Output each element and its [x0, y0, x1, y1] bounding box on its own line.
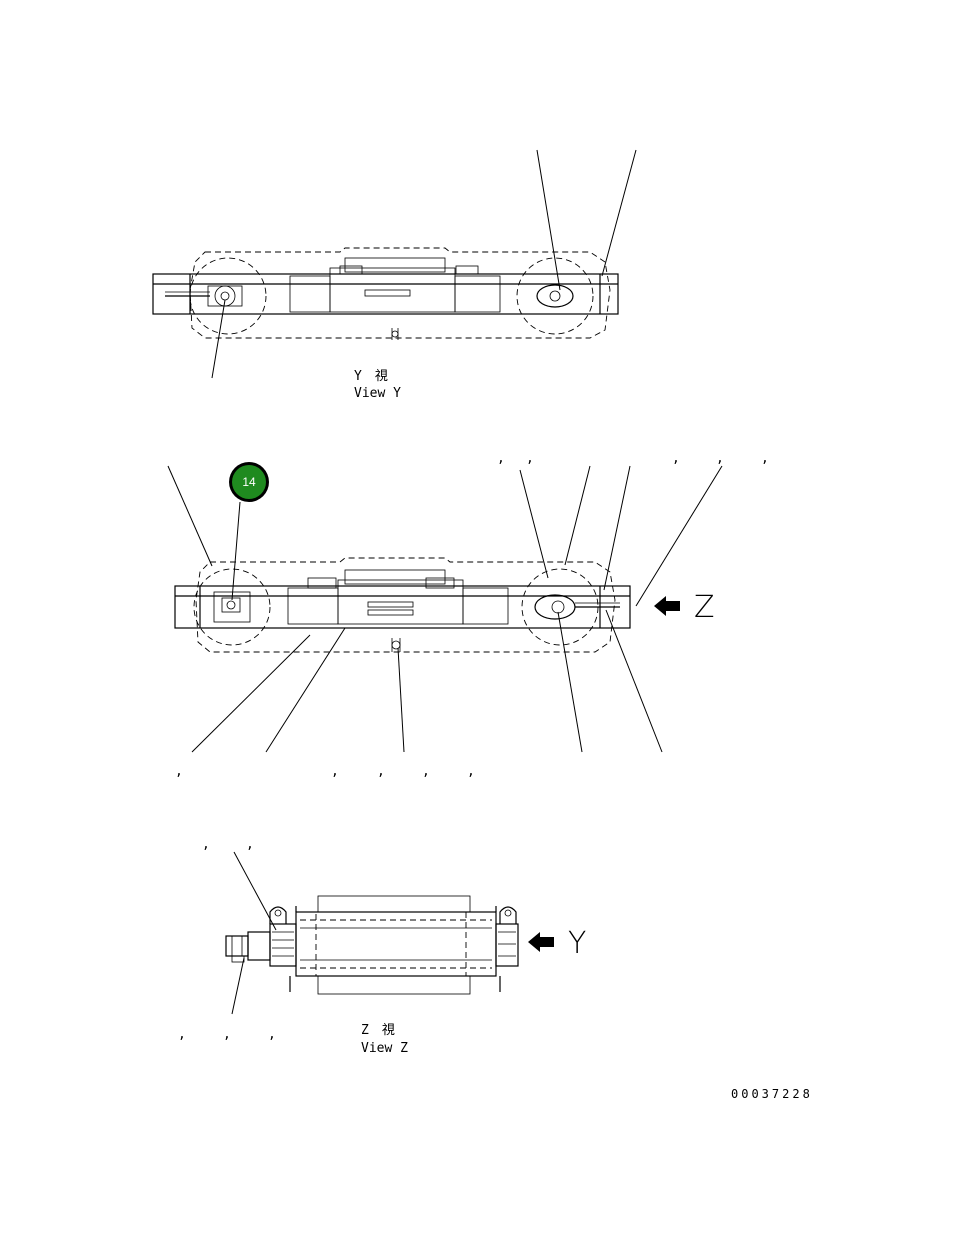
callout-badge-14[interactable]: 14	[229, 462, 269, 502]
svg-text:,: ,	[223, 1027, 231, 1042]
middle-top-separators: , , , , ,	[497, 451, 769, 466]
callout-number: 14	[242, 475, 256, 489]
doc-number: 00037228	[731, 1087, 813, 1101]
view-y-arrow: Y	[528, 926, 586, 961]
lower-top-separators: , ,	[202, 837, 254, 852]
arrow-left-icon	[528, 932, 554, 952]
view-y-kanji: Y 視	[354, 369, 388, 384]
view-y-english: View Y	[354, 386, 401, 401]
view-z-assembly	[225, 895, 519, 995]
view-y-leaders	[211, 149, 637, 379]
view-z-arrow: Z	[654, 590, 715, 625]
svg-text:,: ,	[526, 451, 534, 466]
middle-view-leaders	[167, 465, 723, 753]
svg-text:,: ,	[268, 1027, 276, 1042]
svg-text:,: ,	[467, 764, 475, 779]
z-letter: Z	[694, 590, 715, 625]
view-z-leaders	[231, 851, 277, 1015]
arrow-left-icon	[654, 596, 680, 616]
svg-text:,: ,	[331, 764, 339, 779]
svg-text:,: ,	[202, 837, 210, 852]
y-letter: Y	[568, 926, 586, 961]
view-z-kanji: Z 視	[361, 1023, 395, 1038]
svg-text:,: ,	[377, 764, 385, 779]
view-z-english: View Z	[361, 1041, 408, 1056]
lower-bottom-separators: , , ,	[178, 1027, 276, 1042]
svg-text:,: ,	[672, 451, 680, 466]
middle-bottom-separators: , , , , ,	[175, 764, 475, 779]
svg-text:,: ,	[422, 764, 430, 779]
svg-text:,: ,	[497, 451, 505, 466]
svg-text:,: ,	[178, 1027, 186, 1042]
middle-view-assembly	[174, 557, 631, 653]
svg-text:,: ,	[716, 451, 724, 466]
svg-text:,: ,	[246, 837, 254, 852]
svg-text:,: ,	[761, 451, 769, 466]
callout-badge-fill	[232, 465, 266, 499]
view-y-assembly	[152, 247, 619, 340]
svg-text:,: ,	[175, 764, 183, 779]
